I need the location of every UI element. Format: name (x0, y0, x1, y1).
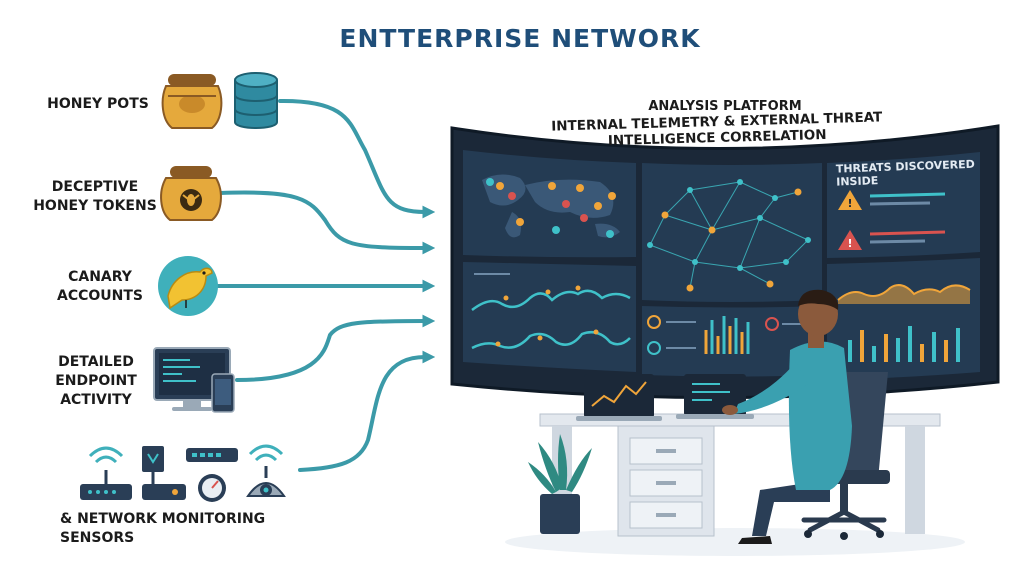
analyst-person-icon (722, 289, 852, 544)
source-label-endpoint-activity: DETAILED ENDPOINT ACTIVITY (48, 353, 144, 410)
plant-icon (528, 434, 592, 534)
platform-title: ANALYSIS PLATFORM (648, 99, 802, 114)
threats-panel-label: THREATS DISCOVERED INSIDE (835, 157, 975, 189)
canary-bird-icon (158, 256, 218, 316)
gauge-icon (198, 474, 226, 502)
svg-text:!: ! (847, 197, 852, 210)
source-label-honey-tokens: DECEPTIVE HONEY TOKENS (30, 178, 160, 216)
threats-panel: ! ! (827, 152, 980, 258)
connector-endpoint-activity (235, 314, 436, 382)
laptop-left-icon (576, 374, 662, 421)
source-label-text: DETAILED ENDPOINT ACTIVITY (55, 354, 137, 408)
connector-honey-pots (278, 98, 436, 219)
sensor-icon (142, 446, 186, 500)
page-title: ENTTERPRISE NETWORK (339, 24, 701, 53)
camera-sensor-icon (246, 444, 286, 497)
network-switch-icon (186, 448, 238, 462)
network-graph-panel (642, 163, 822, 302)
connector-lines (214, 98, 436, 472)
connector-network-sensors (298, 350, 436, 472)
area-bar-panel (827, 258, 980, 380)
screen-wall: ! ! (450, 124, 1000, 399)
smartphone-icon (211, 373, 235, 413)
honey-pot-icon (161, 74, 223, 129)
honey-token-jar-icon (160, 166, 222, 221)
database-icon (234, 72, 278, 129)
wifi-router-icon (80, 446, 132, 500)
status-bars-panel (642, 306, 822, 377)
world-map-panel (463, 150, 636, 258)
source-label-honey-pots: HONEY POTS (40, 95, 156, 114)
source-label-text: CANARY ACCOUNTS (56, 269, 143, 304)
source-label-canary-accounts: CANARY ACCOUNTS (50, 268, 150, 306)
source-label-text: & NETWORK MONITORING SENSORS (60, 511, 266, 546)
svg-text:!: ! (847, 237, 852, 250)
source-label-network-sensors: & NETWORK MONITORING SENSORS (60, 510, 320, 548)
source-label-text: HONEY POTS (47, 96, 149, 112)
source-label-text: DECEPTIVE HONEY TOKENS (33, 179, 157, 214)
line-charts-panel (463, 262, 636, 372)
monitor-icon (153, 347, 231, 411)
connector-honey-tokens (218, 190, 436, 255)
